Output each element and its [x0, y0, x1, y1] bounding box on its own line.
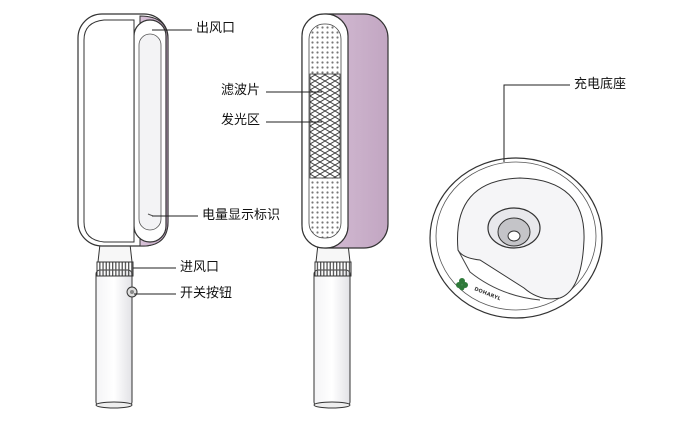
neck-side — [97, 243, 133, 263]
base-curve — [457, 249, 541, 301]
handle-bottom — [95, 401, 133, 409]
leader-lines — [133, 29, 570, 295]
socket-pin — [507, 230, 521, 242]
label-air-inlet: 进风口 — [180, 260, 220, 275]
label-battery-indicator: 电量显示标识 — [202, 208, 281, 223]
label-filter: 滤波片 — [221, 83, 261, 98]
air-outlet-slot — [138, 33, 162, 231]
label-light-zone: 发光区 — [221, 113, 261, 128]
power-button-center — [130, 290, 134, 294]
device-front-view — [301, 13, 389, 409]
charging-base: DOHARYL — [429, 157, 603, 319]
label-charging-base: 充电底座 — [574, 77, 627, 92]
leader-charging-base — [503, 84, 570, 162]
label-power-button: 开关按钮 — [180, 286, 233, 301]
handle-side — [95, 269, 133, 407]
base-rim — [435, 161, 597, 311]
air-inlet-ribs-side — [96, 261, 134, 277]
air-inlet-ribs-front — [314, 261, 352, 277]
handle-front-bottom — [313, 401, 351, 409]
base-logo-icon — [456, 278, 468, 291]
label-air-outlet: 出风口 — [196, 21, 236, 36]
filter-fins-pattern — [309, 73, 341, 179]
device-side-view — [77, 13, 169, 409]
head-front-face — [83, 19, 135, 243]
handle-front — [313, 269, 351, 407]
